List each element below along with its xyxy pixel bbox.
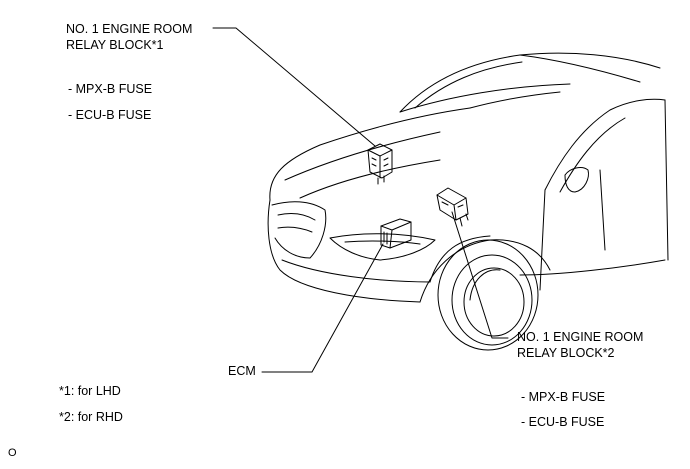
car-body [267, 52, 669, 351]
leader-relay-rhd [451, 211, 509, 339]
relay-rhd-fuse-ecu-b: - ECU-B FUSE [521, 415, 605, 429]
figure-code: O [8, 447, 17, 459]
relay-lhd-title-line2: RELAY BLOCK*1 [66, 38, 164, 52]
note-rhd: *2: for RHD [59, 410, 123, 424]
leader-ecm [261, 243, 384, 373]
relay-lhd-title-line1: NO. 1 ENGINE ROOM [66, 22, 193, 36]
ecm-label: ECM [228, 364, 256, 378]
leader-relay-lhd [212, 27, 376, 147]
relay-block-lhd-part [367, 143, 393, 185]
relay-lhd-fuse-mpx-b: - MPX-B FUSE [68, 82, 153, 96]
ecm-part [380, 218, 412, 249]
relay-block-rhd-part [436, 187, 469, 227]
note-lhd: *1: for LHD [59, 384, 121, 398]
relay-rhd-title-line2: RELAY BLOCK*2 [517, 346, 615, 360]
leader-lines [212, 27, 509, 373]
relay-rhd-fuse-mpx-b: - MPX-B FUSE [521, 390, 606, 404]
relay-rhd-title-line1: NO. 1 ENGINE ROOM [517, 330, 644, 344]
relay-lhd-fuse-ecu-b: - ECU-B FUSE [68, 108, 152, 122]
